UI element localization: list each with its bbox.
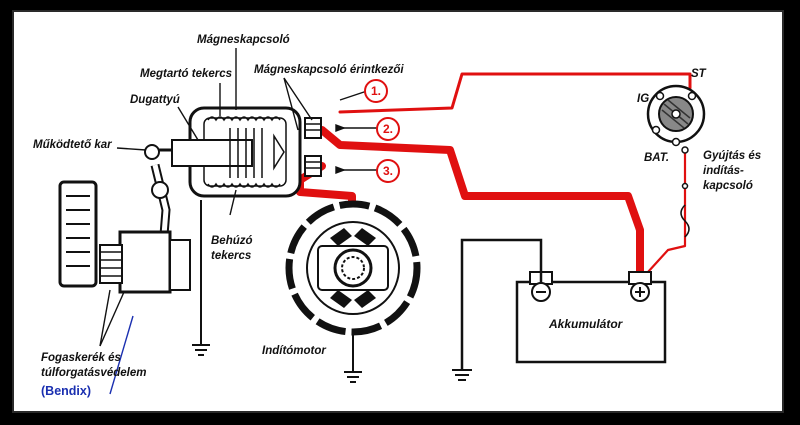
wire-ignition-feed	[646, 148, 687, 274]
lever-and-pinion	[58, 144, 191, 294]
label-erintkezoi: Mágneskapcsoló érintkezői	[254, 64, 404, 76]
ground-symbols	[192, 200, 472, 383]
leader-lines	[99, 48, 378, 395]
label-behuzo-2: tekercs	[211, 250, 252, 262]
solenoid	[171, 106, 322, 198]
label-gyujtas-3: kapcsoló	[703, 180, 753, 192]
label-fogaskerek-1: Fogaskerék és	[41, 352, 121, 364]
wire-start-signal	[338, 72, 692, 114]
marker-3: 3.	[376, 159, 400, 183]
label-fogaskerek-2: túlforgatásvédelem	[41, 367, 147, 379]
label-magneskapcsolo: Mágneskapcsoló	[197, 34, 290, 46]
marker-1: 1.	[364, 79, 388, 103]
marker-2: 2.	[376, 117, 400, 141]
label-ig: IG	[637, 93, 650, 105]
battery	[460, 238, 667, 370]
wire-battery-main	[318, 126, 644, 276]
label-akkumulator: Akkumulátor	[549, 317, 623, 331]
label-dugattyu: Dugattyú	[130, 94, 180, 106]
ignition-switch	[646, 84, 706, 238]
label-behuzo-1: Behúzó	[211, 235, 253, 247]
label-bat: BAT.	[644, 152, 670, 164]
label-gyujtas-1: Gyújtás és	[703, 150, 762, 162]
label-megtarto-tekercs: Megtartó tekercs	[140, 68, 233, 80]
label-mukodteto-kar: Működtető kar	[33, 139, 112, 151]
starter-motor	[285, 200, 421, 345]
label-bendix: (Bendix)	[41, 384, 91, 398]
label-gyujtas-2: indítás-	[703, 165, 744, 177]
label-inditomotor: Indítómotor	[262, 345, 326, 357]
label-st: ST	[691, 68, 706, 80]
